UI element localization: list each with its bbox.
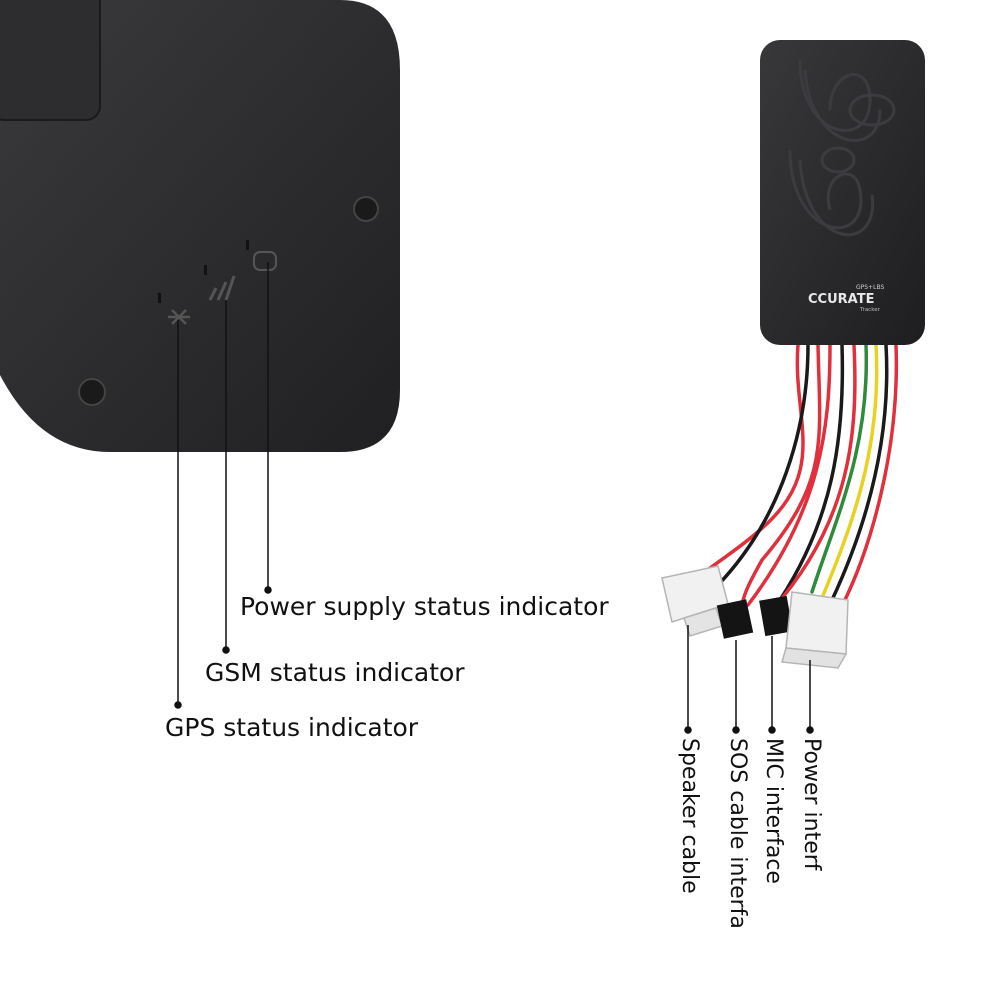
battery-cover-panel <box>0 0 101 121</box>
gsm-signal-icon <box>208 275 236 301</box>
power-led <box>246 240 249 250</box>
gsm-led <box>204 265 207 275</box>
gsm-indicator-label: GSM status indicator <box>205 658 465 687</box>
screw-hole <box>353 196 379 222</box>
power-connector <box>781 591 849 669</box>
sos-connector <box>716 599 754 639</box>
tracker-logo-subtext-bottom: Tracker <box>859 307 881 313</box>
indicator-pointers <box>174 262 272 709</box>
mic-interface-label: MIC interface <box>761 738 786 884</box>
interface-pointers <box>684 625 814 734</box>
mic-connector <box>759 595 793 637</box>
device-closeup <box>0 0 400 452</box>
tracker-logo-subtext-top: GPS+LBS <box>856 284 884 291</box>
power-interface-label: Power interf <box>799 738 824 871</box>
speaker-connector <box>661 565 729 637</box>
power-indicator-label: Power supply status indicator <box>240 592 609 621</box>
sos-interface-label: SOS cable interfa <box>725 738 750 929</box>
power-led-icon <box>253 251 277 271</box>
tracker-logo-graphic <box>788 59 896 237</box>
wire-harness <box>693 343 899 612</box>
gps-indicator-label: GPS status indicator <box>165 713 419 742</box>
screw-hole <box>78 378 106 406</box>
tracker-logo: CCURATE <box>808 292 874 307</box>
speaker-cable-label: Speaker cable <box>677 738 702 894</box>
gps-led <box>158 293 161 303</box>
satellite-icon <box>168 309 190 325</box>
tracker-unit: GPS+LBS CCURATE Tracker <box>760 40 925 345</box>
